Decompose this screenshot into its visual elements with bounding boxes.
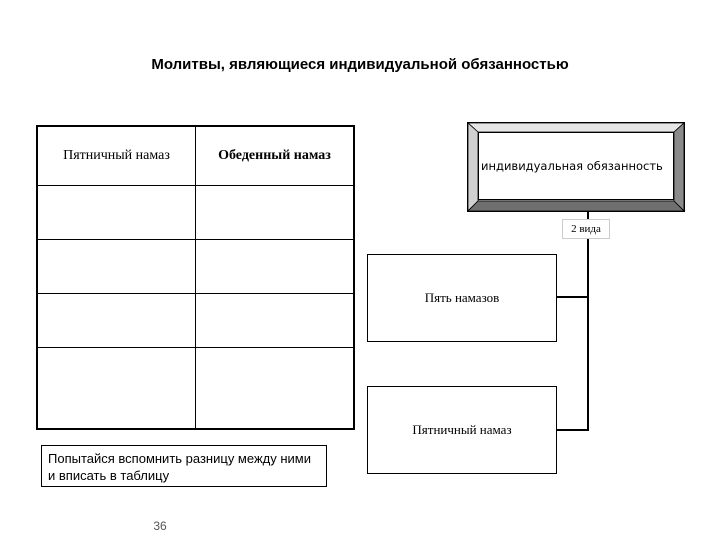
- table-row: [36, 347, 355, 430]
- table-cell[interactable]: [36, 347, 196, 430]
- table-header-noon: Обеденный намаз: [195, 125, 355, 186]
- table-cell[interactable]: [36, 239, 196, 295]
- table-header-row: Пятничный намаз Обеденный намаз: [36, 125, 355, 186]
- table-row: [36, 184, 355, 241]
- comparison-table: Пятничный намаз Обеденный намаз: [36, 125, 355, 430]
- table-cell[interactable]: [195, 239, 355, 295]
- connector-to-five-prayers: [557, 296, 589, 298]
- table-cell[interactable]: [36, 184, 196, 241]
- table-cell[interactable]: [195, 293, 355, 349]
- table-header-friday: Пятничный намаз: [36, 125, 196, 186]
- table-row: [36, 239, 355, 295]
- table-cell[interactable]: [36, 293, 196, 349]
- table-cell[interactable]: [195, 184, 355, 241]
- root-node: индивидуальная обязанность: [478, 132, 674, 200]
- connector-to-friday-prayer: [557, 429, 589, 431]
- page-title: Молитвы, являющиеся индивидуальной обяза…: [151, 56, 569, 73]
- connector-vertical: [587, 212, 589, 431]
- instruction-note: Попытайся вспомнить разницу между ними и…: [41, 445, 327, 487]
- table-cell[interactable]: [195, 347, 355, 430]
- bevel-shading: [468, 123, 684, 211]
- table-row: [36, 293, 355, 349]
- page-number: 36: [153, 519, 167, 533]
- child-node-label: Пять намазов: [424, 290, 500, 305]
- child-node-five-prayers: Пять намазов: [367, 254, 557, 342]
- connector-label: 2 вида: [562, 219, 610, 239]
- child-node-friday-prayer: Пятничный намаз: [367, 386, 557, 474]
- child-node-label: Пятничный намаз: [412, 422, 512, 437]
